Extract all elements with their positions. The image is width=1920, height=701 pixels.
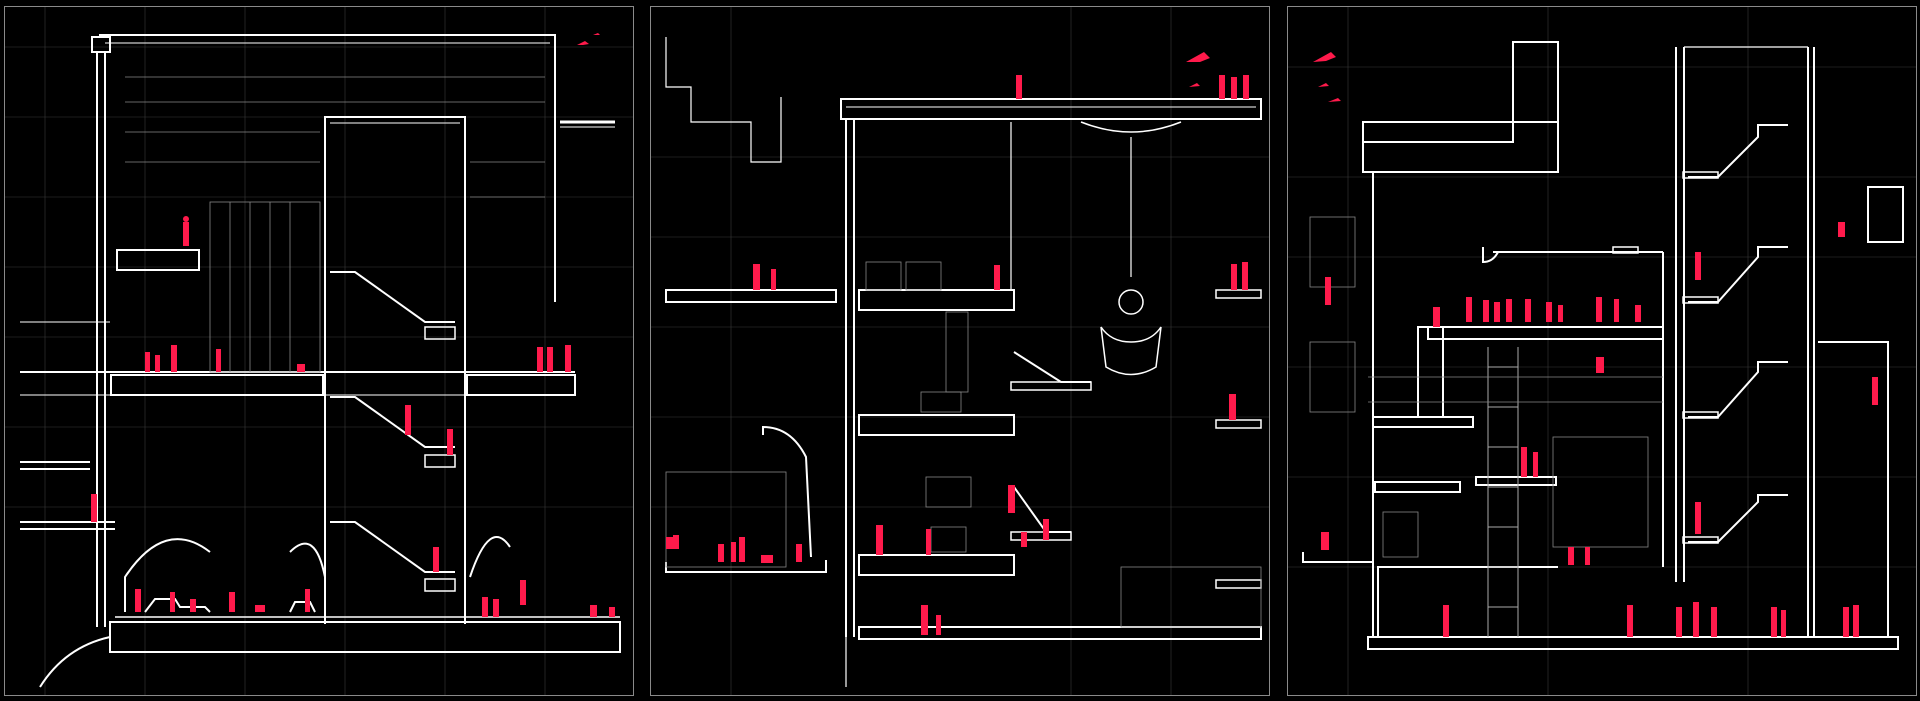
section-drawing-1 xyxy=(5,7,633,695)
section-panel-2 xyxy=(650,6,1270,696)
section-drawing-3 xyxy=(1288,7,1916,695)
mezzanine-glazing xyxy=(125,76,545,373)
chandelier-figure xyxy=(1100,289,1162,376)
section-panel-1 xyxy=(4,6,634,696)
interior-panels xyxy=(1309,216,1663,558)
people-figures xyxy=(1313,52,1878,637)
truss-column xyxy=(1487,347,1519,637)
people-figures xyxy=(91,33,615,617)
structure-lines xyxy=(665,37,1262,687)
people-figures xyxy=(666,52,1249,635)
structure-lines xyxy=(20,34,621,688)
background-grid xyxy=(1288,7,1916,695)
structure-lines xyxy=(1302,41,1904,650)
background-grid xyxy=(651,7,1269,695)
interior-panels xyxy=(665,261,1262,628)
section-drawing-2 xyxy=(651,7,1269,695)
section-panel-3 xyxy=(1287,6,1917,696)
